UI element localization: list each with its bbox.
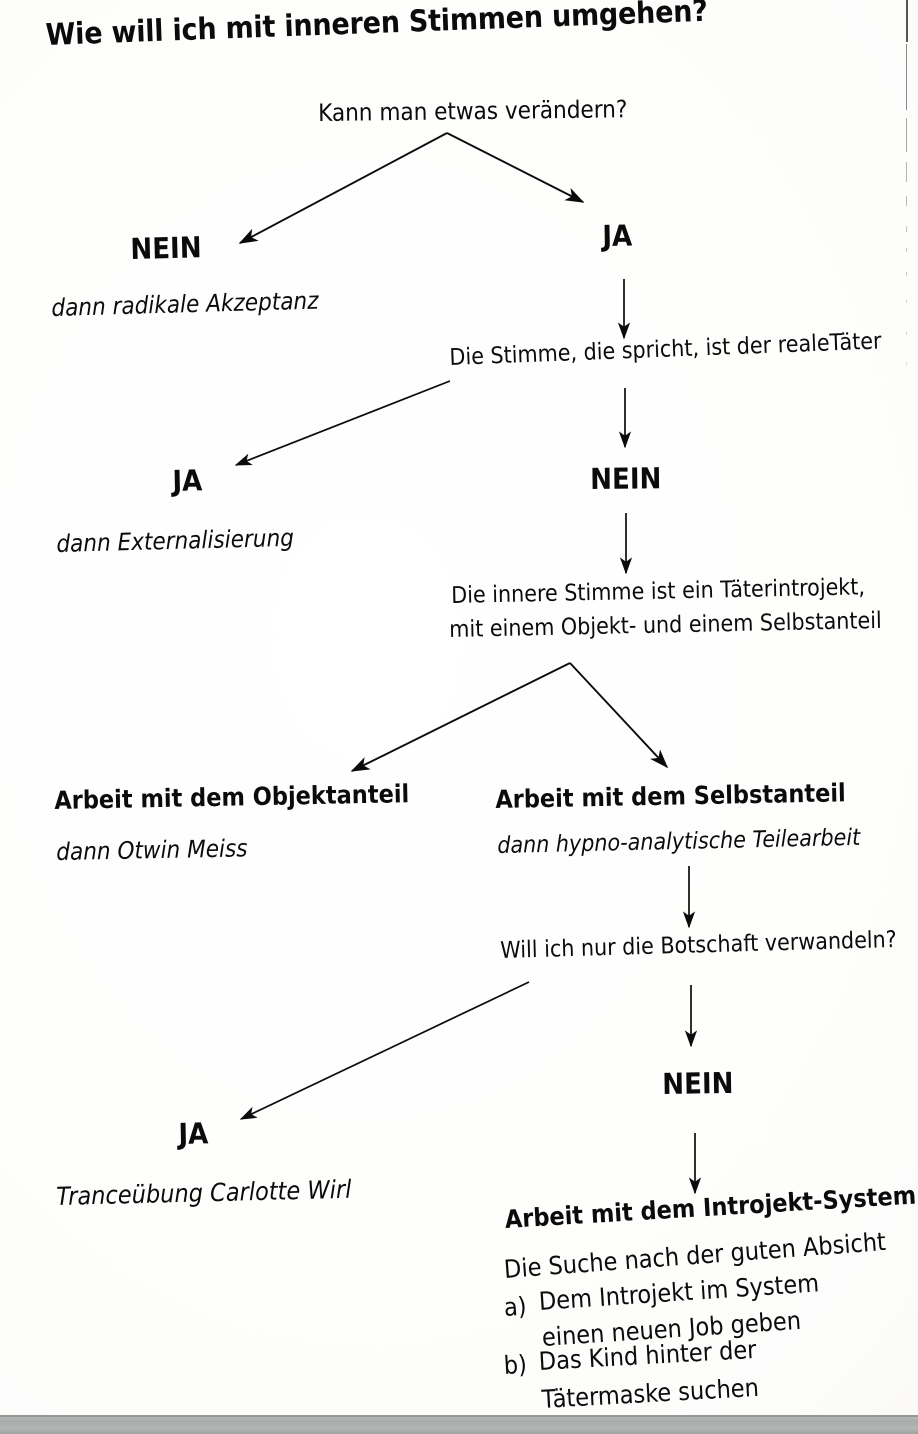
node-answer-ja-2: JA <box>172 463 203 498</box>
scanner-bed-band <box>0 1415 918 1434</box>
scan-artifact-line <box>906 196 907 206</box>
node-answer-ja-4: JA <box>178 1116 209 1151</box>
node-answer-nein-2: NEIN <box>590 461 662 496</box>
scan-artifact-line <box>906 226 907 232</box>
scan-artifact-line <box>906 118 907 152</box>
node-answer-nein-4: NEIN <box>662 1065 734 1101</box>
scan-artifact-line <box>906 44 907 110</box>
scan-artifact-line <box>906 248 907 252</box>
scan-artifact-line <box>906 162 907 182</box>
scan-artifact-line <box>906 300 907 303</box>
node-answer-nein-1: NEIN <box>130 230 203 266</box>
node-answer-ja-1: JA <box>602 218 633 253</box>
scan-artifact-line <box>906 362 907 365</box>
node-final-item-b-marker: b) <box>503 1349 528 1380</box>
scan-artifact-line <box>906 272 907 276</box>
scan-artifact-line <box>906 0 908 42</box>
scan-artifact-line <box>906 332 907 335</box>
node-final-item-a-marker: a) <box>503 1291 528 1322</box>
node-branch-objektanteil-note: dann Otwin Meiss <box>56 834 248 866</box>
node-question-1: Kann man etwas verändern? <box>318 95 628 127</box>
